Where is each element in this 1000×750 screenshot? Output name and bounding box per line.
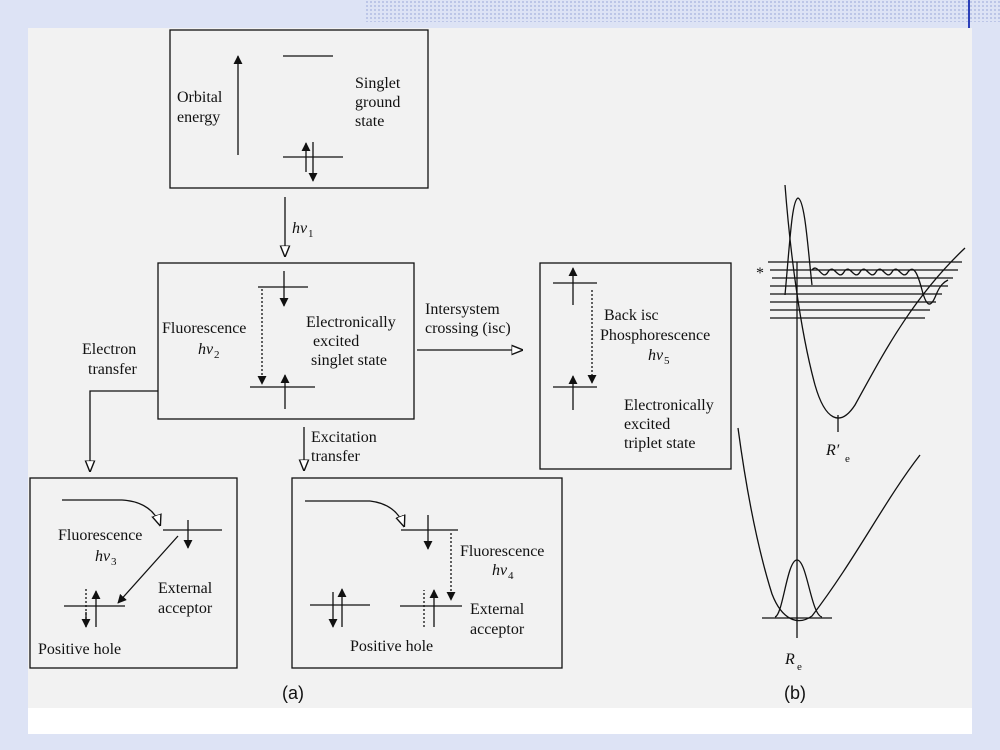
label-hv4-sub: 4 bbox=[508, 570, 514, 582]
label-fluorescence-top: Fluorescence bbox=[162, 320, 246, 337]
label-external-acceptor-right-1: External bbox=[470, 601, 525, 618]
excited-wavefunction-peak bbox=[784, 197, 813, 296]
slide-accent-rule bbox=[968, 0, 970, 40]
electron-transfer-arrow bbox=[90, 390, 158, 471]
excitation-transfer-box bbox=[291, 477, 563, 669]
label-singlet-ground-1: Singlet bbox=[355, 75, 401, 92]
label-excited-triplet-3: triplet state bbox=[624, 435, 696, 452]
label-excitation-transfer-1: Excitation bbox=[311, 429, 377, 446]
ground-wavefunction-peak bbox=[774, 559, 823, 618]
label-hv5-sub: 5 bbox=[664, 355, 670, 367]
label-excited-singlet-3: singlet state bbox=[311, 352, 387, 369]
figure-bottom-strip bbox=[28, 708, 972, 734]
label-orbital-energy-2: energy bbox=[177, 109, 220, 126]
label-orbital-energy-1: Orbital bbox=[177, 89, 223, 106]
label-positive-hole-left: Positive hole bbox=[38, 641, 121, 658]
label-hv5: hν bbox=[648, 347, 664, 364]
label-back-isc: Back isc bbox=[604, 307, 659, 324]
label-excited-singlet-1: Electronically bbox=[306, 314, 396, 331]
excited-wavefunction-oscillation bbox=[811, 267, 949, 305]
caption-a: (a) bbox=[282, 683, 304, 703]
label-fluorescence-left: Fluorescence bbox=[58, 527, 142, 544]
label-re-prime: R′ bbox=[825, 442, 840, 459]
fluorescence-hv3-arrow bbox=[117, 535, 179, 604]
label-star: * bbox=[756, 265, 764, 282]
label-external-acceptor-right-2: acceptor bbox=[470, 621, 525, 638]
label-phosphorescence: Phosphorescence bbox=[600, 327, 710, 344]
electron-transfer-box bbox=[29, 477, 238, 669]
label-external-acceptor-left-2: acceptor bbox=[158, 600, 213, 617]
label-excited-triplet-2: excited bbox=[624, 416, 670, 433]
label-hv2: hν bbox=[198, 341, 214, 358]
label-hv3: hν bbox=[95, 548, 111, 565]
caption-b: (b) bbox=[784, 683, 806, 703]
excited-state-curve bbox=[784, 184, 966, 419]
label-isc-1: Intersystem bbox=[425, 301, 500, 318]
slide-dot-pattern bbox=[365, 0, 1000, 22]
label-excitation-transfer-2: transfer bbox=[311, 448, 361, 465]
label-hv3-sub: 3 bbox=[111, 556, 117, 568]
figure-panel bbox=[28, 28, 972, 708]
label-electron-transfer-1: Electron bbox=[82, 341, 136, 358]
label-excited-triplet-1: Electronically bbox=[624, 397, 714, 414]
potential-energy-curves bbox=[737, 184, 966, 638]
label-fluorescence-right: Fluorescence bbox=[460, 543, 544, 560]
excitation-transfer-curve bbox=[369, 500, 404, 526]
ground-state-box bbox=[169, 29, 429, 189]
label-hv1-sub: 1 bbox=[308, 228, 314, 240]
label-singlet-ground-2: ground bbox=[355, 94, 400, 111]
label-singlet-ground-3: state bbox=[355, 113, 384, 130]
label-hv4: hν bbox=[492, 562, 508, 579]
label-external-acceptor-left-1: External bbox=[158, 580, 213, 597]
electron-transfer-curve bbox=[121, 499, 160, 525]
label-isc-2: crossing (isc) bbox=[425, 320, 511, 337]
label-excited-singlet-2: excited bbox=[313, 333, 359, 350]
label-positive-hole-right: Positive hole bbox=[350, 638, 433, 655]
label-hv1: hν bbox=[292, 220, 308, 237]
triplet-box bbox=[539, 262, 732, 470]
excited-singlet-box bbox=[157, 262, 415, 420]
label-re-prime-sub: e bbox=[845, 453, 850, 465]
label-re-sub: e bbox=[797, 661, 802, 673]
label-re: R bbox=[784, 651, 795, 668]
label-electron-transfer-2: transfer bbox=[88, 361, 138, 378]
label-hv2-sub: 2 bbox=[214, 349, 220, 361]
